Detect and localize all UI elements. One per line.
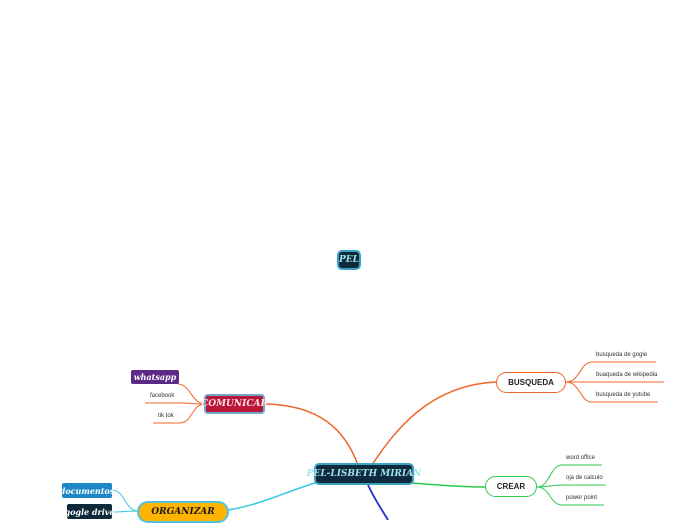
connector-busqueda [371, 381, 497, 466]
branch-comunicar-label: COMUNICAR [201, 399, 268, 409]
connector-whatsapp [177, 383, 206, 405]
branch-busqueda[interactable]: BUSQUEDA [496, 372, 566, 393]
central-node[interactable]: PEL-LISBETH MIRIAN [307, 463, 421, 485]
branch-comunicar[interactable]: COMUNICAR [201, 394, 268, 414]
connector-gogle-drive [111, 510, 139, 513]
leaf-gogle-drive[interactable]: gogle drive [64, 504, 115, 519]
central-node-label: PEL-LISBETH MIRIAN [306, 469, 422, 479]
connector-busqueda-yutube [565, 381, 593, 403]
root-node-pel[interactable]: PEL [337, 250, 361, 270]
leaf-word-office[interactable]: word office [566, 455, 595, 461]
leaf-busqueda-yutube[interactable]: busqueda de yutube [596, 392, 651, 398]
connector-down [367, 484, 389, 520]
leaf-oja-de-calculo[interactable]: oja de calculo [566, 475, 603, 481]
branch-busqueda-label: BUSQUEDA [508, 378, 554, 387]
leaf-facebook[interactable]: facebook [150, 393, 175, 399]
leaf-whatsapp[interactable]: whatsapp [131, 370, 179, 384]
leaf-power-point[interactable]: power point [566, 495, 598, 501]
root-node-label: PEL [339, 255, 359, 265]
leaf-gogle-drive-label: gogle drive [64, 506, 115, 517]
branch-crear[interactable]: CREAR [485, 476, 537, 497]
leaf-busqueda-wikipedia[interactable]: buaqueda de wikipedia [596, 372, 658, 378]
leaf-busqueda-gogle[interactable]: busqueda de gogle [596, 352, 648, 358]
connector-busqueda-gogle [565, 361, 593, 383]
leaf-documentos[interactable]: documentos [59, 483, 115, 498]
connector-documentos [111, 489, 139, 512]
connector-organizar [227, 481, 319, 511]
leaf-documentos-label: documentos [59, 485, 115, 496]
leaf-tiktok[interactable]: tik tok [158, 413, 174, 419]
branch-organizar-label: ORGANIZAR [151, 507, 215, 517]
connector-comunicar [264, 403, 359, 466]
connector-powerpoint [536, 486, 563, 506]
leaf-whatsapp-label: whatsapp [133, 372, 177, 382]
connector-word [536, 464, 563, 488]
connector-tiktok [179, 403, 206, 424]
connector-crear [411, 482, 486, 488]
branch-crear-label: CREAR [496, 482, 526, 491]
